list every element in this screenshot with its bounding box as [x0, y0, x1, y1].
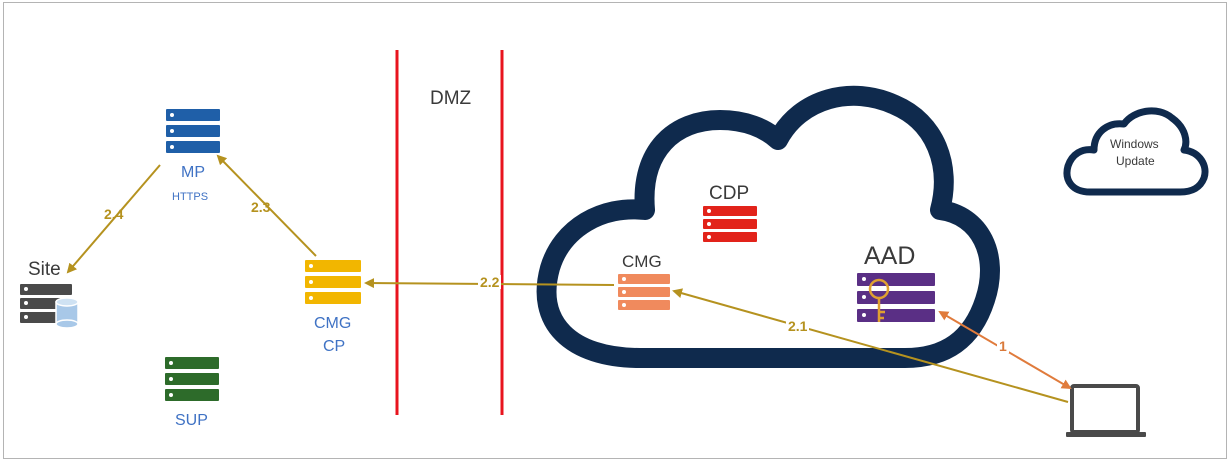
cmg-cp-label-line2: CP [323, 338, 346, 355]
mp-server-icon [166, 109, 220, 153]
arrow-label-1: 1 [997, 338, 1009, 354]
cmg-cp-label-line1: CMG [314, 315, 352, 332]
cmg-cp-server-icon [305, 260, 361, 304]
mp-label: MP [181, 164, 205, 181]
arrow-2-3 [216, 154, 317, 257]
laptop-icon [1066, 384, 1146, 437]
database-icon [55, 297, 79, 329]
windows-update-label-line1: Windows [1110, 137, 1159, 151]
dmz-label: DMZ [430, 88, 472, 109]
arrow-label-2-4: 2.4 [104, 206, 124, 222]
mp-protocol-label: HTTPS [172, 191, 209, 203]
arrow-label-2-3: 2.3 [251, 199, 271, 215]
cmg-label: CMG [622, 252, 662, 271]
aad-server-icon [857, 273, 935, 322]
sup-label: SUP [175, 412, 208, 429]
cdp-label: CDP [709, 183, 750, 204]
cdp-server-icon [703, 206, 757, 242]
aad-label: AAD [864, 242, 916, 270]
site-label: Site [28, 259, 61, 280]
cmg-server-icon [618, 274, 670, 310]
windows-update-cloud-shape [1063, 107, 1209, 196]
arrow-label-2-2: 2.2 [478, 274, 502, 290]
arrow-label-2-1: 2.1 [786, 318, 810, 334]
windows-update-label-line2: Update [1116, 154, 1155, 168]
arrow-2-4 [66, 164, 161, 274]
sup-server-icon [165, 357, 219, 401]
key-icon [868, 278, 890, 322]
